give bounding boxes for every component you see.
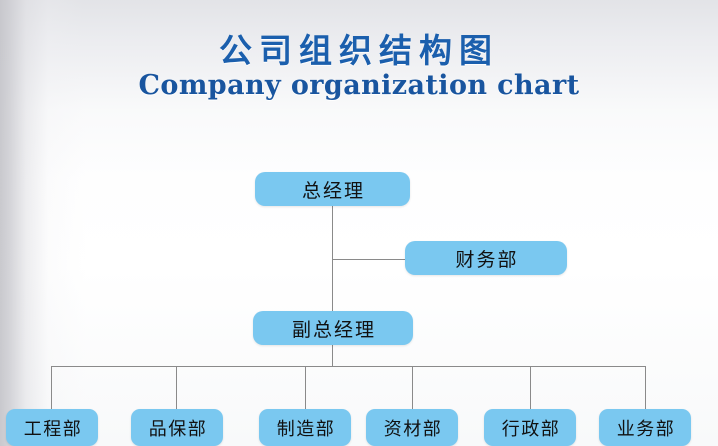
connector-gm-to-finance [332,259,405,260]
connector-drop-manufacturing [305,366,306,409]
connector-drop-quality [176,366,177,409]
connector-department-bus [51,366,646,367]
node-department-manufacturing[interactable]: 制造部 [259,409,351,446]
node-deputy-general-manager[interactable]: 副总经理 [253,311,413,345]
page-title-english: Company organization chart [138,70,580,101]
connector-gm-to-dgm [332,205,333,311]
page-title-chinese: 公司组织结构图 [219,31,499,70]
connector-drop-materials [412,366,413,409]
connector-drop-engineering [51,366,52,409]
node-department-materials[interactable]: 资材部 [366,409,458,446]
connector-drop-administration [530,366,531,409]
node-department-quality-assurance[interactable]: 品保部 [131,409,223,446]
node-finance-department[interactable]: 财务部 [405,241,567,275]
node-department-engineering[interactable]: 工程部 [6,409,98,446]
node-department-administration[interactable]: 行政部 [484,409,576,446]
node-general-manager[interactable]: 总经理 [255,172,410,206]
connector-dgm-to-bus [332,345,333,366]
node-department-sales[interactable]: 业务部 [599,409,691,446]
connector-drop-sales [645,366,646,409]
